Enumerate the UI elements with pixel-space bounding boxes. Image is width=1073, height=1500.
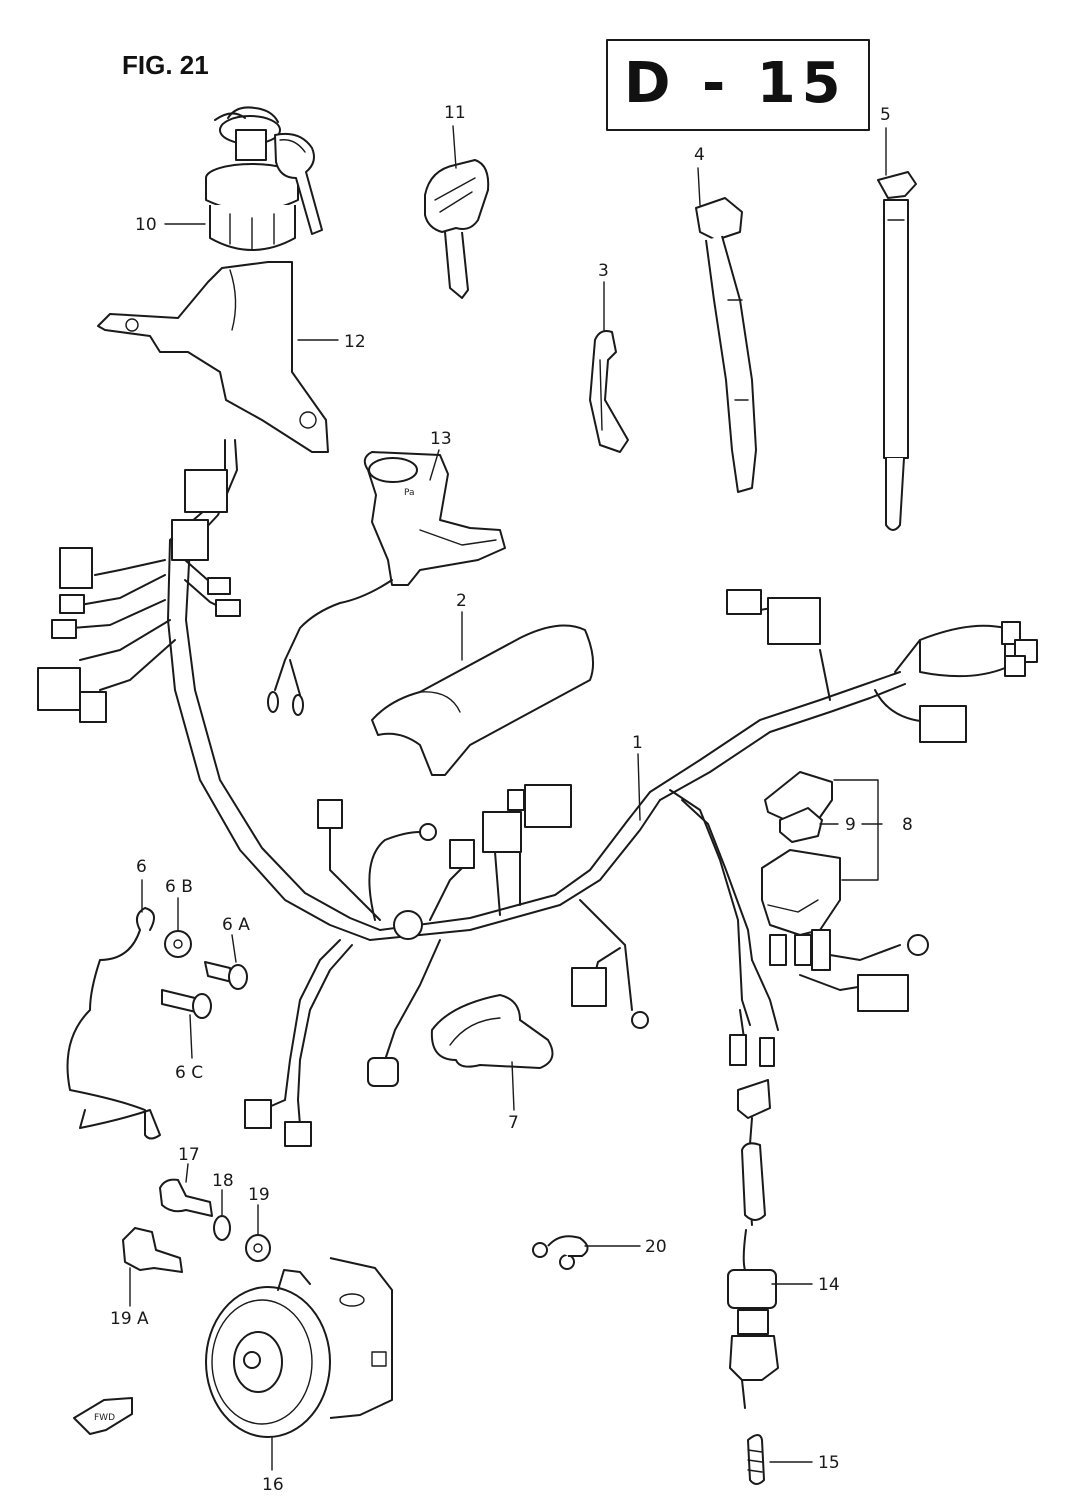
neutral-switch-part-14 [727, 1079, 779, 1409]
callout-6b: 6 B [165, 877, 193, 897]
callout-13: 13 [430, 429, 452, 449]
band-clamp-part-4 [695, 197, 757, 493]
relay-part-8 [761, 771, 841, 971]
callout-14: 14 [818, 1275, 840, 1295]
sleeve-part-2 [371, 624, 595, 776]
clip-part-20 [532, 1235, 589, 1270]
section-code-box: D - 15 [606, 39, 870, 131]
callout-6a: 6 A [222, 915, 250, 935]
svg-text:Pa: Pa [404, 488, 415, 498]
callout-labels: 11 4 5 3 10 12 13 2 1 9 8 6 6 B 6 A 6 C … [110, 103, 913, 1495]
callout-11: 11 [444, 103, 466, 123]
clamp-part-7 [430, 994, 554, 1069]
callout-9: 9 [845, 815, 856, 835]
figure-title: FIG. 21 [122, 50, 209, 80]
screw-part-6c [161, 989, 212, 1019]
bolt-part-17 [159, 1178, 213, 1217]
callout-7: 7 [508, 1113, 519, 1133]
cable-tie-part-5 [877, 171, 917, 531]
handlebar-switch-part-13: Pa [267, 451, 506, 716]
callout-15: 15 [818, 1453, 840, 1473]
callout-8: 8 [902, 815, 913, 835]
washer-part-6b [164, 930, 192, 958]
callout-5: 5 [880, 105, 891, 125]
callout-20: 20 [645, 1237, 667, 1257]
callout-18: 18 [212, 1171, 234, 1191]
callout-17: 17 [178, 1145, 200, 1165]
fuse-part-9 [779, 807, 823, 843]
callout-19a: 19 A [110, 1309, 149, 1329]
callout-3: 3 [598, 261, 609, 281]
horn-part-16 [205, 1257, 393, 1438]
ignition-switch-part-10 [205, 106, 323, 251]
forward-direction-marker: FWD [73, 1397, 133, 1435]
leader-lines [129, 125, 887, 1471]
key-part-11 [424, 159, 490, 299]
callout-4: 4 [694, 145, 705, 165]
callout-1: 1 [632, 733, 643, 753]
screw-part-6a [204, 961, 248, 990]
clip-part-3 [589, 330, 629, 453]
nut-bolt-part-19a [122, 1227, 183, 1273]
callout-10: 10 [135, 215, 157, 235]
callout-6c: 6 C [175, 1063, 203, 1083]
spring-part-15 [747, 1434, 765, 1485]
svg-text:FWD: FWD [94, 1413, 115, 1423]
wiring-harness-part-1 [37, 439, 1038, 1147]
callout-12: 12 [344, 332, 366, 352]
lead-wire-part-6 [66, 907, 161, 1140]
callout-2: 2 [456, 591, 467, 611]
washer-part-18 [213, 1215, 231, 1241]
callout-6: 6 [136, 857, 147, 877]
washer-part-19 [245, 1234, 271, 1262]
ignition-bracket-part-12 [97, 261, 329, 453]
callout-19: 19 [248, 1185, 270, 1205]
section-code: D - 15 [624, 51, 847, 116]
callout-16: 16 [262, 1475, 284, 1495]
